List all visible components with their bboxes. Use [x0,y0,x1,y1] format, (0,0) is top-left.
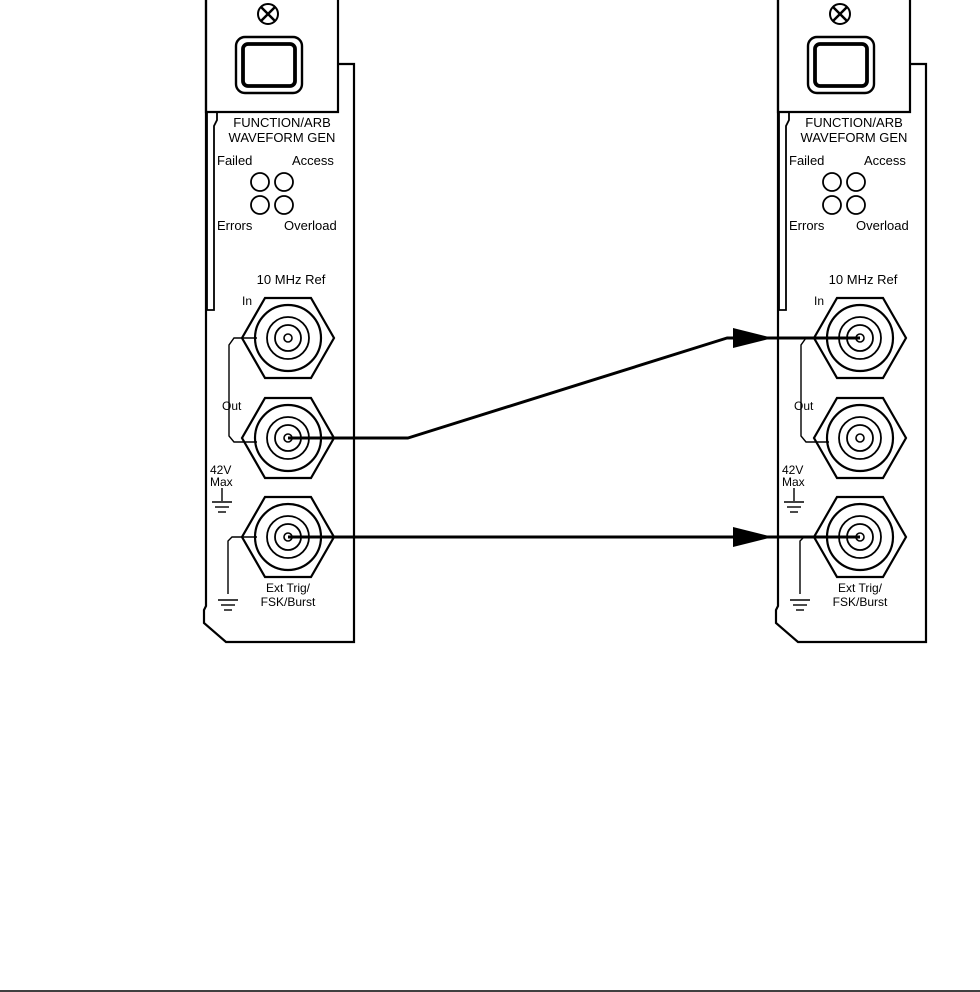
led-label-access: Access [292,153,334,168]
led-failed-indicator [250,172,270,192]
ext-trig-label-line2: FSK/Burst [833,595,888,609]
ground-trace-ext-trig [799,536,829,594]
led-label-failed: Failed [789,153,824,168]
max-voltage-label: 42V [782,463,803,477]
led-errors-indicator [822,195,842,215]
in-label: In [242,294,252,308]
module-right: FUNCTION/ARB WAVEFORM GEN Failed Access … [774,0,928,644]
module-panel-outline [774,0,928,644]
module-panel-outline [202,0,356,644]
ext-trig-label-line2: FSK/Burst [261,595,316,609]
module-side-bar [206,112,218,311]
screw-icon [257,3,279,25]
ground-trace-in-out [800,337,829,443]
screw-icon [829,3,851,25]
led-errors-indicator [250,195,270,215]
max-voltage-label: 42V [210,463,231,477]
module-title-line2: WAVEFORM GEN [801,130,908,145]
led-label-overload: Overload [284,218,337,233]
power-button-icon[interactable] [234,35,304,95]
max-label: Max [782,475,805,489]
led-label-access: Access [864,153,906,168]
module-title-line2: WAVEFORM GEN [229,130,336,145]
led-label-failed: Failed [217,153,252,168]
module-title-line1: FUNCTION/ARB [233,115,331,130]
led-overload-indicator [846,195,866,215]
bnc-out-connector[interactable] [812,396,908,480]
led-label-errors: Errors [789,218,825,233]
led-label-overload: Overload [856,218,909,233]
ground-symbol-upper-icon [212,488,232,513]
out-label: Out [222,399,242,413]
ref-label: 10 MHz Ref [257,272,326,287]
module-top-bezel [204,0,340,114]
ground-symbol-lower-icon [790,599,810,611]
ground-trace-ext-trig [227,536,257,594]
module-title-line1: FUNCTION/ARB [805,115,903,130]
out-label: Out [794,399,814,413]
led-overload-indicator [274,195,294,215]
power-button-icon[interactable] [806,35,876,95]
max-label: Max [210,475,233,489]
ext-trig-label-line1: Ext Trig/ [838,581,883,595]
ref-label: 10 MHz Ref [829,272,898,287]
in-label: In [814,294,824,308]
led-access-indicator [274,172,294,192]
ground-symbol-upper-icon [784,488,804,513]
ground-symbol-lower-icon [218,599,238,611]
led-access-indicator [846,172,866,192]
module-side-bar [778,112,790,311]
ground-trace-in-out [228,337,257,443]
led-label-errors: Errors [217,218,253,233]
led-failed-indicator [822,172,842,192]
module-top-bezel [776,0,912,114]
cable-ref-out-to-ref-in [288,328,773,440]
ext-trig-label-line1: Ext Trig/ [266,581,311,595]
module-left: FUNCTION/ARB WAVEFORM GEN Failed Access … [202,0,356,644]
